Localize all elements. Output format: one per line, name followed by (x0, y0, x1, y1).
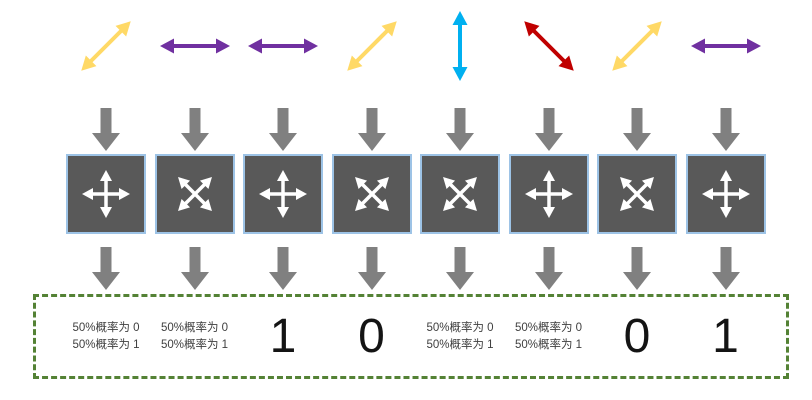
photon-row (66, 0, 812, 92)
down-arrow-icon (711, 247, 740, 290)
flow-arrow (155, 246, 235, 292)
basis-box-rectilinear (66, 154, 146, 234)
flow-arrow (243, 106, 323, 154)
flow-arrow (420, 246, 500, 292)
diagonal-basis-icon (354, 177, 389, 211)
photon-arrow-icon (690, 38, 761, 54)
flow-row-top (66, 106, 812, 154)
down-arrow-icon (534, 108, 563, 151)
result-bit: 0 (597, 309, 677, 363)
flow-arrow (243, 246, 323, 292)
flow-row-bottom (66, 246, 812, 292)
down-arrow-icon (623, 247, 651, 290)
flow-arrow (66, 246, 146, 292)
bit-value: 0 (358, 309, 385, 363)
result-probability: 50%概率为 0 50%概率为 1 (509, 313, 589, 361)
bit-value: 0 (623, 309, 651, 363)
result-probability: 50%概率为 0 50%概率为 1 (66, 313, 146, 361)
photon-polarization-diagonal-up (597, 0, 677, 92)
diagonal-basis-icon (177, 177, 212, 211)
photon-arrow-icon (346, 21, 397, 71)
result-bit: 1 (686, 309, 766, 363)
basis-box-diagonal (331, 154, 412, 234)
probability-line-0: 50%概率为 0 (426, 322, 494, 335)
probability-line-1: 50%概率为 1 (514, 338, 583, 351)
photon-polarization-horizontal (243, 0, 323, 92)
bit-value: 1 (712, 309, 739, 363)
flow-arrow (509, 246, 589, 292)
flow-arrow (155, 106, 235, 154)
basis-box-diagonal (154, 154, 235, 234)
down-arrow-icon (180, 108, 209, 151)
basis-box-rectilinear (685, 154, 766, 234)
photon-arrow-icon (81, 21, 131, 71)
result-frame: 50%概率为 0 50%概率为 1 50%概率为 0 50%概率为 1 1 0 50%概率为… (33, 294, 789, 379)
down-arrow-icon (623, 108, 651, 151)
down-arrow-icon (180, 247, 209, 290)
probability-text: 50%概率为 0 50%概率为 1 (426, 320, 493, 352)
rectilinear-basis-icon (82, 170, 130, 218)
photon-arrow-icon (523, 21, 574, 71)
probability-line-1: 50%概率为 1 (72, 338, 140, 351)
probability-line-0: 50%概率为 0 (160, 322, 229, 335)
flow-arrow (686, 106, 766, 154)
rectilinear-basis-icon (259, 170, 307, 218)
photon-polarization-vertical (420, 0, 500, 92)
flow-arrow (686, 246, 766, 292)
rectilinear-basis-icon (524, 170, 573, 218)
down-arrow-icon (357, 247, 386, 290)
down-arrow-icon (446, 108, 474, 151)
basis-box-rectilinear (243, 154, 323, 234)
down-arrow-icon (92, 108, 120, 151)
probability-line-0: 50%概率为 0 (514, 322, 583, 335)
photon-polarization-diagonal-up (332, 0, 412, 92)
probability-text: 50%概率为 0 50%概率为 1 (72, 320, 139, 352)
flow-arrow (597, 106, 677, 154)
down-arrow-icon (357, 108, 386, 151)
down-arrow-icon (711, 108, 740, 151)
result-row: 50%概率为 0 50%概率为 1 50%概率为 0 50%概率为 1 1 0 50%概率为… (66, 309, 766, 363)
probability-text: 50%概率为 0 50%概率为 1 (515, 320, 582, 352)
basis-row (66, 154, 812, 234)
flow-arrow (420, 106, 500, 154)
photon-polarization-horizontal (155, 0, 235, 92)
bit-value: 1 (269, 309, 297, 363)
result-bit: 1 (243, 309, 323, 363)
result-probability: 50%概率为 0 50%概率为 1 (420, 313, 500, 361)
down-arrow-icon (534, 247, 563, 290)
rectilinear-basis-icon (701, 170, 750, 218)
result-probability: 50%概率为 0 50%概率为 1 (155, 313, 235, 361)
photon-arrow-icon (612, 21, 662, 71)
photon-arrow-icon (159, 38, 230, 54)
basis-box-rectilinear (508, 154, 589, 234)
flow-arrow (332, 246, 412, 292)
diagonal-basis-icon (620, 177, 654, 211)
flow-arrow (509, 106, 589, 154)
photon-arrow-icon (452, 11, 468, 81)
result-bit: 0 (332, 309, 412, 363)
down-arrow-icon (269, 247, 297, 290)
basis-box-diagonal (420, 154, 500, 234)
flow-arrow (66, 106, 146, 154)
down-arrow-icon (446, 247, 474, 290)
down-arrow-icon (92, 247, 120, 290)
probability-line-1: 50%概率为 1 (426, 338, 494, 351)
basis-box-diagonal (597, 154, 677, 234)
diagonal-basis-icon (443, 177, 477, 211)
down-arrow-icon (269, 108, 297, 151)
flow-arrow (597, 246, 677, 292)
photon-polarization-diagonal-down (509, 0, 589, 92)
photon-arrow-icon (248, 38, 318, 54)
photon-polarization-diagonal-up (66, 0, 146, 92)
probability-text: 50%概率为 0 50%概率为 1 (161, 320, 228, 352)
probability-line-0: 50%概率为 0 (72, 322, 140, 335)
photon-polarization-horizontal (686, 0, 766, 92)
flow-arrow (332, 106, 412, 154)
probability-line-1: 50%概率为 1 (160, 338, 229, 351)
